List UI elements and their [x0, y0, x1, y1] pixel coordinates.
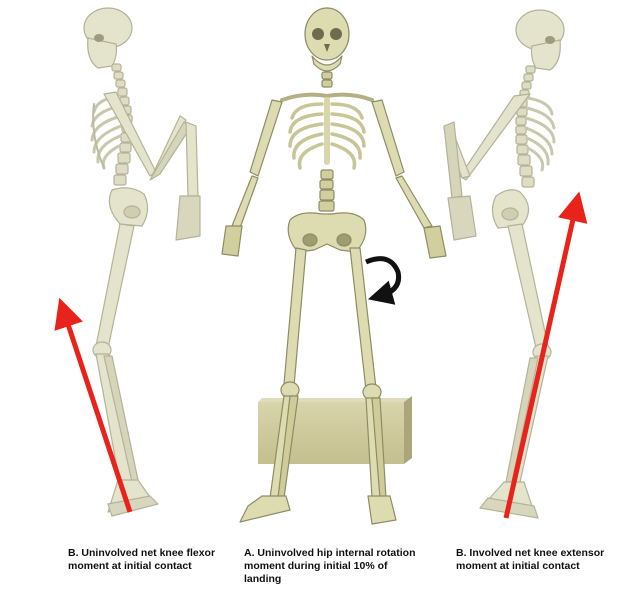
right-skull — [516, 10, 564, 70]
caption-involved-knee-extensor: B. Involved net knee extensor moment at … — [456, 547, 604, 573]
left-skeleton — [84, 8, 200, 516]
right-pelvis — [492, 190, 528, 228]
center-legs — [240, 248, 396, 524]
caption-left-line-2: moment at initial contact — [68, 560, 215, 573]
caption-center-line-3: landing — [244, 573, 416, 586]
center-skull — [305, 8, 349, 71]
caption-center-line-1: A. Uninvolved hip internal rotation — [244, 547, 416, 560]
caption-left-line-1: B. Uninvolved net knee flexor — [68, 547, 215, 560]
caption-right-line-2: moment at initial contact — [456, 560, 604, 573]
caption-right-line-1: B. Involved net knee extensor — [456, 547, 604, 560]
center-ribcage — [290, 100, 364, 168]
caption-center-line-2: moment during initial 10% of — [244, 560, 416, 573]
left-leg — [93, 224, 158, 516]
right-skeleton — [444, 10, 564, 518]
right-spine — [516, 66, 535, 187]
left-pelvis — [109, 188, 147, 226]
caption-uninvolved-knee-flexor: B. Uninvolved net knee flexor moment at … — [68, 547, 215, 573]
left-skull — [84, 8, 132, 68]
center-pelvis — [288, 213, 366, 252]
caption-uninvolved-hip-rotation: A. Uninvolved hip internal rotation mome… — [244, 547, 416, 586]
hip-rotation-arrow — [366, 259, 399, 296]
